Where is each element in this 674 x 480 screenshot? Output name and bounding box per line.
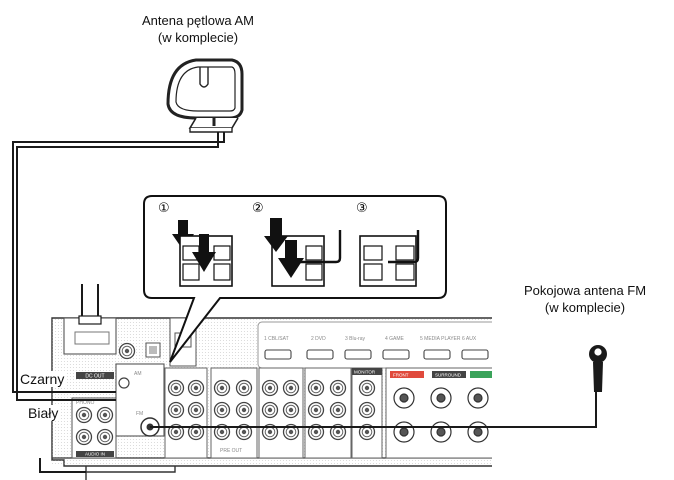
am-antenna-title: Antena pętlowa AM (w komplecie) [98, 12, 298, 46]
step-3: ③ [356, 201, 420, 287]
hdmi-input-5-label: 5 MEDIA PLAYER [420, 336, 461, 342]
hdmi-inputs: 1 CBL/SAT 2 DVD 3 Blu-ray 4 GAME 5 MEDIA… [264, 336, 489, 360]
am-loop-antenna [166, 58, 244, 133]
connection-steps-callout: ① ② ③ [143, 195, 447, 363]
step-3-number: ③ [356, 201, 368, 216]
dc-out-label: DC OUT [85, 374, 104, 380]
audio-in-label: AUDIO IN [85, 452, 105, 457]
black-wire-label: Czarny [18, 371, 67, 387]
step-2-number: ② [252, 201, 264, 216]
network-cable [78, 284, 102, 325]
hdmi-input-4-label: 4 GAME [385, 336, 405, 342]
front-label: FRONT [393, 373, 409, 378]
fm-antenna-title: Pokojowa antena FM (w komplecie) [490, 282, 674, 316]
white-wire-label: Biały [26, 405, 61, 421]
hdmi-input-6-label: 6 AUX [462, 336, 477, 342]
phono-label: PHONO [76, 400, 94, 406]
fm-label: FM [136, 411, 143, 417]
monitor-label: MONITOR [354, 370, 376, 375]
step-1: ① [158, 201, 233, 287]
am-antenna-title-line2: (w komplecie) [157, 30, 239, 45]
am-label: AM [134, 371, 142, 377]
surround-label: SURROUND [435, 373, 462, 378]
fm-antenna-title-line2: (w komplecie) [544, 300, 626, 315]
fm-antenna-cable [150, 410, 597, 428]
fm-antenna-title-line1: Pokojowa antena FM [523, 283, 647, 298]
step-1-number: ① [158, 201, 170, 216]
am-antenna-title-line1: Antena pętlowa AM [141, 13, 255, 28]
pre-out-label: PRE OUT [220, 448, 242, 454]
hdmi-input-3-label: 3 Blu-ray [345, 336, 366, 342]
fm-indoor-antenna [589, 345, 607, 412]
hdmi-input-1-label: 1 CBL/SAT [264, 336, 289, 342]
panel-fade [492, 300, 674, 480]
am-antenna-cable [12, 132, 225, 473]
hdmi-input-2-label: 2 DVD [311, 336, 326, 342]
step-2: ② [252, 201, 342, 287]
